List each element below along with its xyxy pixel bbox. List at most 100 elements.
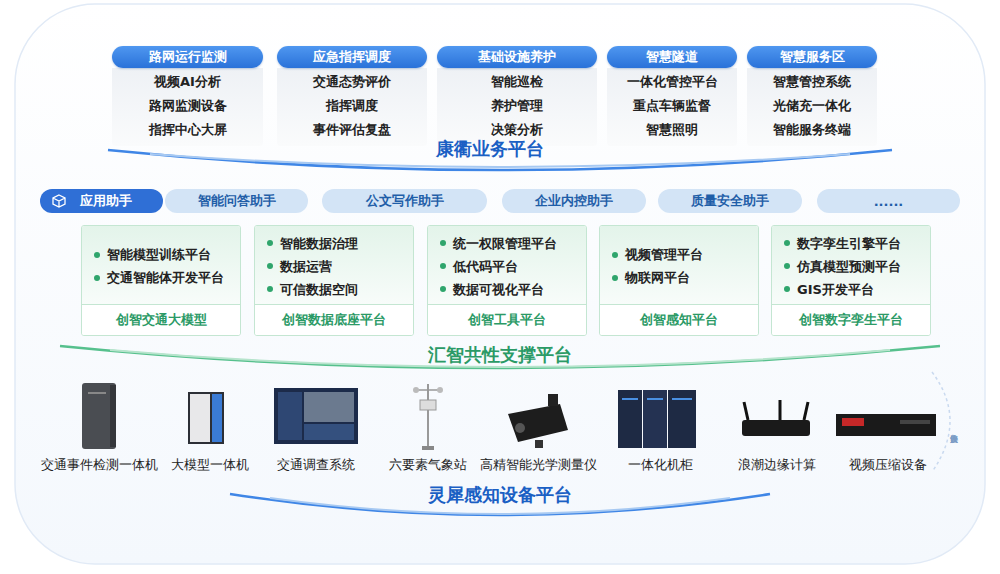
header-text: 应用助手: [80, 192, 132, 210]
item-text: 智慧管控系统: [773, 74, 851, 90]
video-compressor-icon: [836, 414, 936, 436]
optical-meter-icon: [508, 394, 568, 448]
bullet-dot: [94, 275, 100, 281]
cabinet-icon: [618, 390, 696, 448]
item-text: 指挥调度: [326, 98, 378, 114]
bullet-dot: [612, 275, 618, 281]
header-text: 基础设施养护: [478, 48, 556, 66]
platform-box: 智能模型训练平台交通智能体开发平台创智交通大模型: [81, 225, 241, 336]
item-row: 物联网平台: [612, 266, 758, 289]
platform-items: 智能模型训练平台交通智能体开发平台: [82, 226, 240, 306]
item-text: 事件评估复盘: [313, 122, 391, 138]
item-text: 仿真模型预测平台: [797, 255, 901, 278]
bullet-dot: [440, 263, 446, 269]
header-text: 质量安全助手: [691, 192, 769, 210]
edge-computer-icon: [742, 400, 810, 436]
bullet-dot: [440, 240, 446, 246]
item-text: 物联网平台: [625, 266, 690, 289]
assistant-tab: 公文写作助手: [322, 189, 487, 213]
item-row: 交通智能体开发平台: [94, 266, 240, 289]
platform-items: 数字孪生引擎平台仿真模型预测平台GIS开发平台: [772, 226, 930, 306]
header-text: 路网运行监测: [149, 48, 227, 66]
bullet-dot: [267, 286, 273, 292]
platform-box: 视频管理平台物联网平台创智感知平台: [599, 225, 759, 336]
category-card: 智慧管控系统光储充一体化智能服务终端智慧服务区: [747, 46, 877, 146]
category-header-pill: 智慧隧道: [607, 46, 737, 68]
item-text: 交通智能体开发平台: [107, 266, 224, 289]
platform-name: 创智感知平台: [600, 304, 758, 335]
category-card: 交通态势评价指挥调度事件评估复盘应急指挥调度: [277, 46, 427, 146]
item-text: 数字孪生引擎平台: [797, 232, 901, 255]
header-text: 企业内控助手: [535, 192, 613, 210]
device-caption: 交通事件检测一体机: [39, 456, 159, 474]
layer-title: 灵犀感知设备平台: [380, 482, 620, 508]
item-text: 视频管理平台: [625, 243, 703, 266]
category-card: 智能巡检养护管理决策分析基础设施养护: [437, 46, 597, 146]
item-text: 智能模型训练平台: [107, 243, 211, 266]
device-caption: 六要素气象站: [368, 456, 488, 474]
item-text: 智慧照明: [646, 122, 698, 138]
item-row: 仿真模型预测平台: [784, 255, 930, 278]
cube-icon: [52, 194, 66, 208]
assistant-tab: 应用助手: [40, 189, 163, 213]
platform-items: 视频管理平台物联网平台: [600, 226, 758, 306]
item-text: 路网监测设备: [149, 98, 227, 114]
device-caption: 浪潮边缘计算: [717, 456, 837, 474]
bullet-dot: [784, 286, 790, 292]
item-text: 智能数据治理: [280, 232, 358, 255]
bullet-dot: [440, 286, 446, 292]
device-caption: 大模型一体机: [150, 456, 270, 474]
assistant-tab: ......: [817, 189, 960, 213]
item-text: 光储充一体化: [773, 98, 851, 114]
item-row: 数字孪生引擎平台: [784, 232, 930, 255]
item-text: 智能服务终端: [773, 122, 851, 138]
bullet-dot: [612, 252, 618, 258]
header-text: 应急指挥调度: [313, 48, 391, 66]
item-row: 智能数据治理: [267, 232, 413, 255]
item-text: 可信数据空间: [280, 278, 358, 301]
assistant-tab: 质量安全助手: [658, 189, 802, 213]
platform-name: 创智工具平台: [428, 304, 586, 335]
item-text: 统一权限管理平台: [453, 232, 557, 255]
bullet-dot: [267, 240, 273, 246]
device-caption: 高精智能光学测量仪: [478, 456, 598, 474]
item-row: 可信数据空间: [267, 278, 413, 301]
category-header-pill: 基础设施养护: [437, 46, 597, 68]
header-text: 智慧隧道: [646, 48, 698, 66]
bullet-dot: [94, 252, 100, 258]
item-row: 智能模型训练平台: [94, 243, 240, 266]
assistant-tab: 智能问答助手: [165, 189, 308, 213]
platform-name: 创智数字孪生平台: [772, 304, 930, 335]
bullet-dot: [784, 263, 790, 269]
event-detector-icon: [82, 383, 116, 449]
layer-title: 汇智共性支撑平台: [380, 342, 620, 368]
item-text: 一体化管控平台: [627, 74, 718, 90]
item-row: GIS开发平台: [784, 278, 930, 301]
item-row: 视频管理平台: [612, 243, 758, 266]
item-text: 指挥中心大屏: [149, 122, 227, 138]
header-text: 公文写作助手: [366, 192, 444, 210]
item-row: 数据可视化平台: [440, 278, 586, 301]
platform-items: 智能数据治理数据运营可信数据空间: [255, 226, 413, 306]
assistant-tab: 企业内控助手: [502, 189, 646, 213]
item-text: 数据运营: [280, 255, 332, 278]
side-note: 设备接入协议库: [945, 386, 959, 470]
item-row: 统一权限管理平台: [440, 232, 586, 255]
category-card: 视频AI分析路网监测设备指挥中心大屏路网运行监测: [112, 46, 263, 146]
item-text: 数据可视化平台: [453, 278, 544, 301]
item-row: 低代码平台: [440, 255, 586, 278]
frame: [15, 4, 985, 564]
item-text: 养护管理: [491, 98, 543, 114]
device-caption: 一体化机柜: [600, 456, 720, 474]
item-text: 智能巡检: [491, 74, 543, 90]
platform-items: 统一权限管理平台低代码平台数据可视化平台: [428, 226, 586, 306]
bullet-dot: [784, 240, 790, 246]
category-header-pill: 路网运行监测: [112, 46, 263, 68]
bullet-dot: [267, 263, 273, 269]
header-text: 智慧服务区: [780, 48, 845, 66]
item-text: 重点车辆监督: [633, 98, 711, 114]
category-header-pill: 应急指挥调度: [277, 46, 427, 68]
item-text: 低代码平台: [453, 255, 518, 278]
header-text: 智能问答助手: [198, 192, 276, 210]
